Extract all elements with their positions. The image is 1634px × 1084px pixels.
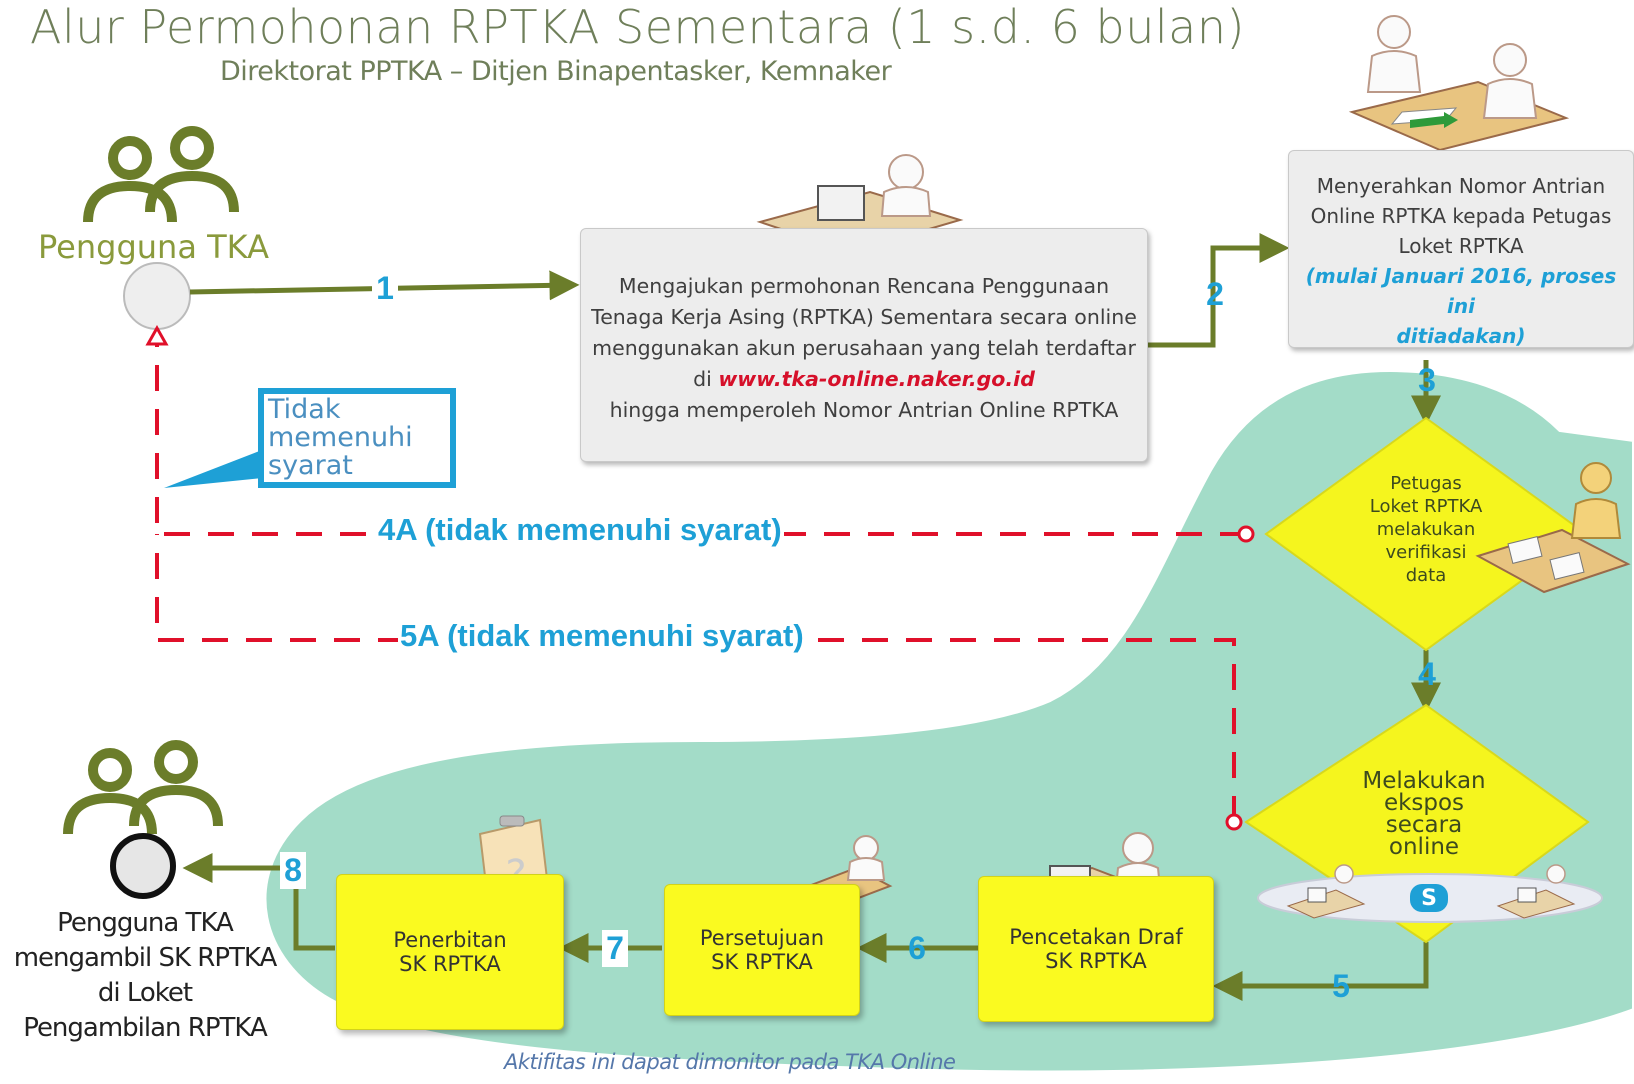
step1-line-2: Tenaga Kerja Asing (RPTKA) Sementara sec… — [591, 305, 1137, 329]
step1-line-5: hingga memperoleh Nomor Antrian Online R… — [609, 398, 1119, 422]
expose-line-1: Melakukan — [1362, 768, 1486, 794]
step2-line-1: Menyerahkan Nomor Antrian — [1316, 174, 1606, 198]
actor-start-icon — [83, 126, 239, 223]
cetak-line-2: SK RPTKA — [1045, 949, 1147, 973]
expose-line-3: secara — [1385, 812, 1463, 838]
expose-line-4: online — [1388, 834, 1460, 860]
connector-2 — [1148, 233, 1290, 348]
end-line-4: Pengambilan RPTKA — [23, 1013, 268, 1043]
process-persetujuan: Persetujuan SK RPTKA — [664, 884, 860, 1016]
reject-origin-5a — [1225, 813, 1243, 831]
diagram-subtitle: Direktorat PPTKA – Ditjen Binapentasker,… — [220, 56, 892, 87]
tka-online-link: www.tka-online.naker.go.id — [718, 367, 1035, 391]
end-line-3: di Loket — [97, 978, 193, 1008]
step1-line-3: menggunakan akun perusahaan yang telah t… — [592, 336, 1136, 360]
rejection-callout: Tidak memenuhi syarat — [258, 388, 456, 488]
reject-arrowhead — [145, 324, 169, 346]
step2-box: Menyerahkan Nomor Antrian Online RPTKA k… — [1288, 150, 1634, 348]
reject-label-4a: 4A (tidak memenuhi syarat) — [376, 512, 784, 548]
step-number-5: 5 — [1332, 968, 1350, 1004]
step1-box: Mengajukan permohonan Rencana Penggunaan… — [580, 228, 1148, 462]
decision-verify-shape — [1264, 416, 1588, 652]
process-pencetakan-draf: Pencetakan Draf SK RPTKA — [978, 876, 1214, 1022]
setuju-line-2: SK RPTKA — [711, 950, 813, 974]
end-node — [110, 833, 176, 899]
actor-end-icon — [63, 740, 223, 835]
decision-expose-text: Melakukan ekspos secara online — [1344, 768, 1504, 860]
step1-line-4: di www.tka-online.naker.go.id — [581, 364, 1147, 395]
verify-line-4: verifikasi — [1385, 542, 1467, 563]
step2-line-2: Online RPTKA kepada Petugas — [1310, 204, 1612, 228]
connector-8 — [182, 853, 335, 951]
cetak-line-1: Pencetakan Draf — [1009, 925, 1183, 949]
terbit-line-1: Penerbitan — [393, 928, 507, 952]
step2-note-1: (mulai Januari 2016, proses ini — [1305, 264, 1617, 318]
actor-start-label: Pengguna TKA — [38, 228, 269, 266]
start-node — [123, 262, 191, 330]
terbit-line-2: SK RPTKA — [399, 952, 501, 976]
meeting-icon — [1348, 15, 1570, 152]
actor-end-label: Pengguna TKA mengambil SK RPTKA di Loket… — [0, 906, 290, 1046]
monitor-note: Aktifitas ini dapat dimonitor pada TKA O… — [504, 1050, 956, 1074]
callout-pointer — [164, 450, 262, 488]
step-number-8: 8 — [280, 852, 306, 889]
step-number-4: 4 — [1418, 656, 1436, 692]
diagram-title: Alur Permohonan RPTKA Sementara (1 s.d. … — [30, 0, 1245, 54]
end-line-1: Pengguna TKA — [57, 908, 234, 938]
step-number-1: 1 — [372, 270, 398, 307]
video-conference-icon: S — [1257, 864, 1603, 923]
reject-label-5a: 5A (tidak memenuhi syarat) — [398, 618, 806, 654]
step2-note-2: ditiadakan) — [1396, 324, 1526, 348]
step-number-2: 2 — [1206, 276, 1224, 312]
expose-line-2: ekspos — [1383, 790, 1465, 816]
callout-line-3: syarat — [268, 450, 353, 481]
callout-line-2: memenuhi — [268, 422, 413, 453]
process-penerbitan: Penerbitan SK RPTKA — [336, 874, 564, 1030]
end-line-2: mengambil SK RPTKA — [13, 943, 278, 973]
step-number-3: 3 — [1418, 362, 1436, 398]
step2-line-3: Loket RPTKA — [1398, 234, 1524, 258]
reject-origin-4a — [1237, 525, 1255, 543]
officer-documents-icon — [1475, 462, 1631, 594]
step-number-7: 7 — [602, 930, 628, 967]
callout-line-1: Tidak — [268, 394, 341, 425]
verify-line-3: melakukan — [1376, 519, 1476, 540]
svg-text:S: S — [1421, 886, 1437, 911]
step1-prefix: di — [693, 367, 719, 391]
connector-5 — [1212, 942, 1429, 1001]
reject-path-4a — [155, 338, 1246, 536]
decision-verify-text: Petugas Loket RPTKA melakukan verifikasi… — [1356, 472, 1496, 587]
step-number-6: 6 — [908, 930, 926, 966]
verify-line-2: Loket RPTKA — [1369, 496, 1483, 517]
setuju-line-1: Persetujuan — [699, 926, 825, 950]
step1-line-1: Mengajukan permohonan Rencana Penggunaan — [618, 274, 1110, 298]
verify-line-5: data — [1405, 565, 1447, 586]
verify-line-1: Petugas — [1390, 473, 1462, 494]
